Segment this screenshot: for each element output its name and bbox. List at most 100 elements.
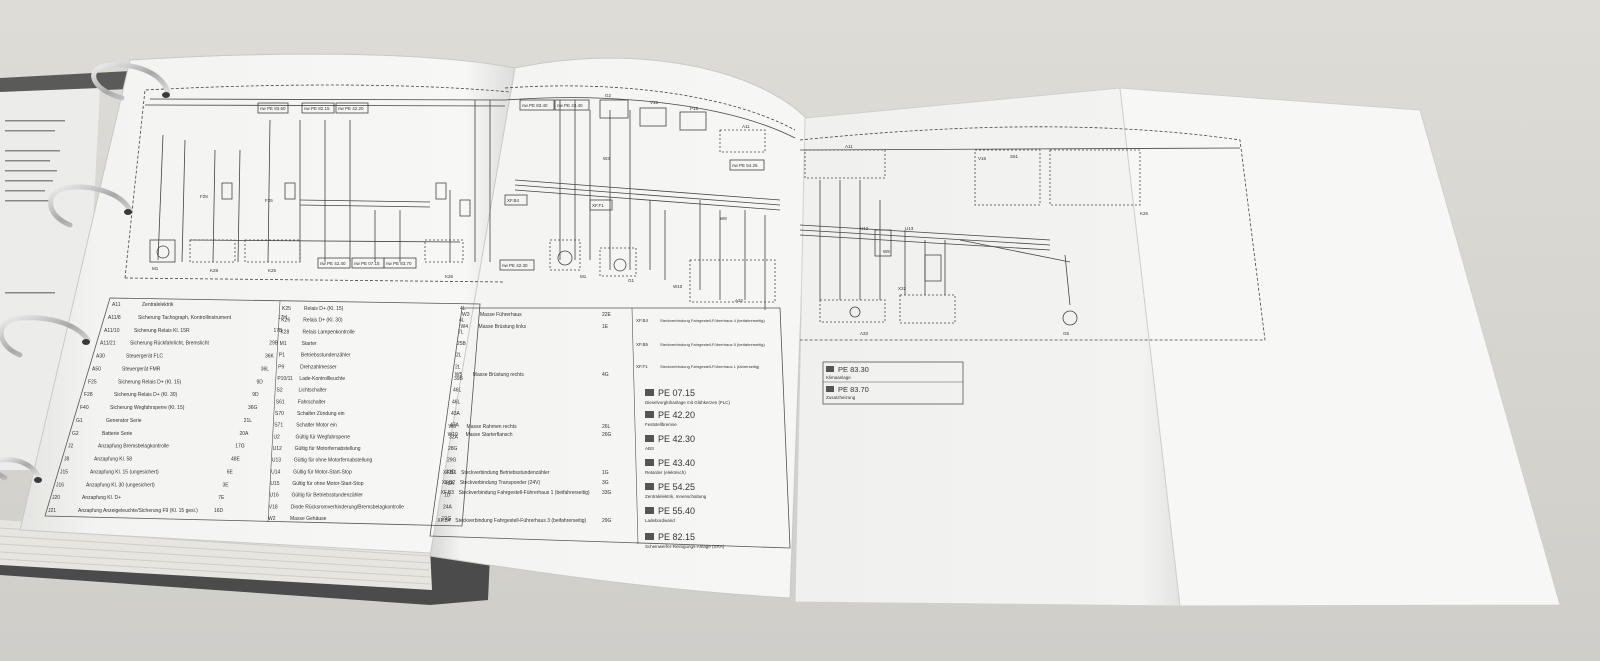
- legend-code: U14: [271, 469, 280, 475]
- legend-code: K26: [281, 318, 290, 324]
- legend-position: 7L: [458, 329, 464, 335]
- legend-position: 26L: [602, 424, 611, 430]
- legend-description: Generator Serie: [106, 418, 142, 424]
- legend-description: Gültig für Motor-Start-Stop: [293, 469, 352, 475]
- pe-description: Klimaanlage: [826, 375, 851, 380]
- pe-description: Zentralelektrik, Innenschaltung: [645, 494, 707, 499]
- left-wiring-diagram: [124, 84, 511, 283]
- left-diagram-labels: nw PE 83.60 nw PE 82.15 nw PE 42.20 K26 …: [152, 106, 454, 279]
- legend-code: K28: [280, 329, 289, 335]
- document-icon: [645, 507, 654, 514]
- legend-position: 21L: [244, 418, 253, 424]
- legend-code: U16: [270, 493, 279, 499]
- legend-code: XF.B5: [636, 342, 649, 347]
- legend-position: 26G: [602, 432, 612, 438]
- legend-position: 3E: [223, 482, 230, 488]
- legend-code: V18: [269, 504, 278, 510]
- legend-position: 17H: [278, 315, 288, 321]
- legend-code: A11/10: [104, 328, 120, 334]
- legend-description: Steuergerät FLC: [126, 354, 163, 360]
- legend-description: Steckverbindung Fahrgestell-Führerhaus 5…: [660, 342, 765, 347]
- legend-position: 33G: [602, 490, 612, 496]
- diagram-label: F28: [200, 194, 208, 199]
- diagram-label: G2: [605, 93, 612, 98]
- legend-description: Relais Lampenkontrolle: [302, 329, 354, 335]
- legend-position: 20A: [240, 431, 250, 437]
- legend-description: Fahrschalter: [298, 399, 326, 405]
- diagram-label: W10: [673, 284, 683, 289]
- diagram-label: V16: [978, 156, 987, 161]
- diagram-label: S61: [1010, 154, 1019, 159]
- legend-description: Masse Gehäuse: [290, 516, 327, 522]
- legend-position: 48E: [231, 457, 241, 463]
- foldout-panel-1: [794, 87, 1181, 607]
- legend-code: U12: [273, 446, 282, 452]
- legend-position: 22E: [602, 312, 612, 318]
- legend-description: Batterie Serie: [102, 431, 133, 437]
- legend-description: Relais D+ (Kl. 30): [303, 318, 343, 324]
- foldout-diagram-labels: A11 U12 U13 W9 A33 X22 G5 V16 S61 K26: [845, 144, 1149, 336]
- legend-description: Schalter Zündung ein: [297, 411, 345, 417]
- legend-description: Sicherung Relais Kl. 15R: [134, 328, 190, 334]
- diagram-label: nw PE 54.25: [732, 163, 758, 168]
- foldout-panel-2: [1119, 87, 1561, 607]
- legend-code: J8: [64, 457, 70, 463]
- legend-code: W4: [461, 324, 469, 330]
- document-icon: [645, 411, 654, 418]
- pe-description: Dieselvorglühanlage mit Glühkerzen (FLC): [645, 400, 731, 405]
- legend-description: Anzapfung Kl. D+: [82, 495, 121, 501]
- legend-description: Masse Starterflansch: [466, 432, 513, 438]
- legend-code: G1: [76, 418, 83, 424]
- document-icon: [645, 459, 654, 466]
- pe-reference: PE 55.40: [658, 506, 695, 516]
- legend-position: 1G: [602, 470, 609, 476]
- left-legend-table: [44, 297, 481, 527]
- diagram-label: XF.B4: [507, 198, 520, 203]
- legend-description: Betriebsstundenzähler: [301, 353, 351, 359]
- legend-description: Drehzahlmesser: [300, 364, 337, 370]
- diagram-label: K26: [445, 274, 454, 279]
- legend-code: F25: [88, 379, 97, 385]
- binder-cover-top: [0, 70, 150, 95]
- legend-code: A11: [112, 302, 121, 308]
- legend-code: S71: [274, 423, 283, 429]
- diagram-label: A11: [845, 144, 853, 149]
- legend-description: Anzapfung Bremsbelagkontrolle: [98, 444, 169, 450]
- binder-rings: [0, 62, 171, 481]
- legend-description: Steckverbindung Fahrgestell-Führerhaus 3…: [455, 518, 586, 524]
- legend-code: XF.B3: [441, 490, 455, 496]
- legend-position: 29G: [602, 518, 612, 524]
- legend-code: A11/8: [108, 315, 121, 321]
- legend-position: 17G: [235, 444, 245, 450]
- legend-description: Steckverbindung Betriebsstundenzähler: [461, 470, 550, 476]
- diagram-label: F25: [265, 198, 273, 203]
- legend-code: U15: [270, 481, 279, 487]
- legend-position: 32A: [449, 434, 459, 440]
- legend-position: 4G: [602, 372, 609, 378]
- document-icon: [645, 533, 654, 540]
- legend-description: Sicherung Wegfahrsperre (Kl. 15): [110, 405, 185, 411]
- legend-description: Masse Rahmen rechts: [467, 424, 518, 430]
- legend-position: 9D: [252, 392, 259, 398]
- legend-code: A50: [92, 366, 101, 372]
- legend-position: 29B: [269, 341, 279, 347]
- pe-reference: PE 82.15: [658, 532, 695, 542]
- legend-code: F40: [80, 405, 89, 411]
- page-stack-lines: [0, 527, 431, 585]
- page-stack-edge: [0, 520, 432, 590]
- diagram-label: G1: [628, 278, 635, 283]
- legend-code: P9: [278, 364, 284, 370]
- legend-code: J16: [56, 482, 64, 488]
- diagram-label: P15: [690, 106, 699, 111]
- legend-position: 47A: [450, 423, 460, 429]
- legend-position: 25B: [457, 341, 467, 347]
- legend-code: G2: [72, 431, 79, 437]
- legend-position: 45A: [445, 481, 455, 487]
- legend-description: Steckverbindung Fahrgestell-Führerhaus 1…: [660, 364, 760, 369]
- legend-position: 29G: [447, 458, 457, 464]
- legend-position: 7E: [218, 495, 225, 501]
- diagram-label: U12: [860, 226, 869, 231]
